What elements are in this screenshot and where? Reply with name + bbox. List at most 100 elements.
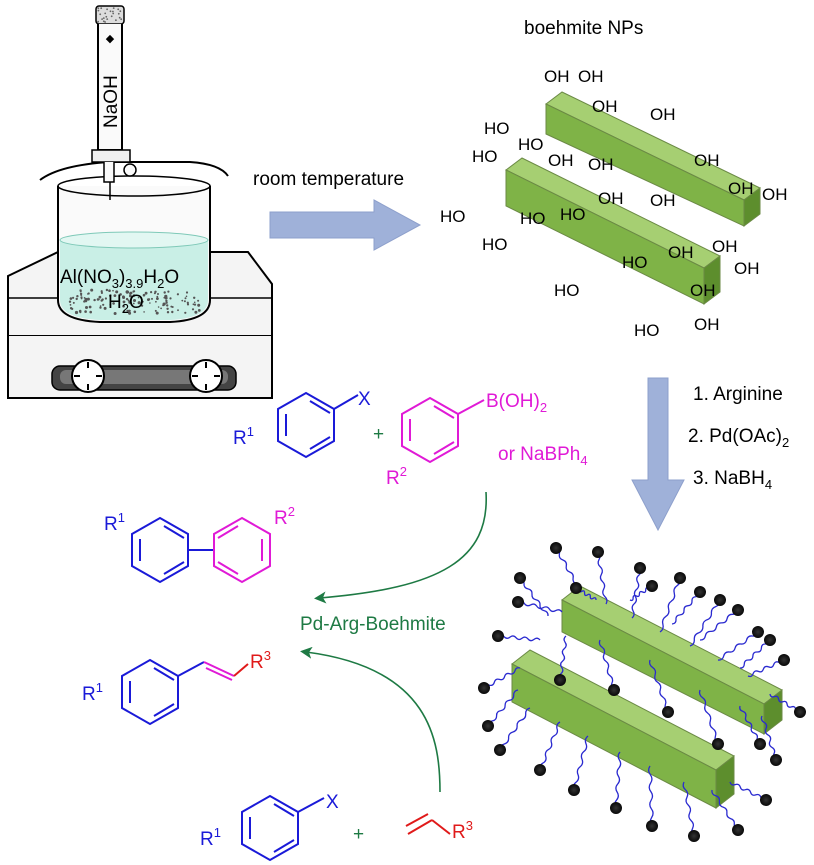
hydroxyl-label: OH bbox=[650, 105, 676, 124]
arginine-linker bbox=[558, 635, 567, 681]
boronic-acid-group: B(OH)2 bbox=[486, 391, 547, 415]
arginine-linker bbox=[711, 789, 739, 831]
hydroxyl-label: HO bbox=[634, 321, 660, 340]
aryl-halide-heck bbox=[241, 794, 325, 862]
beaker bbox=[39, 161, 229, 323]
hydroxyl-label: OH bbox=[588, 155, 614, 174]
suzuki-reaction-arrow bbox=[314, 491, 487, 604]
step-arginine: 1. Arginine bbox=[693, 384, 783, 405]
pd-nanoparticle bbox=[732, 604, 744, 616]
arginine-linker bbox=[499, 707, 531, 751]
arginine-linker bbox=[597, 551, 608, 605]
arginine-linker bbox=[671, 591, 701, 625]
heck-halide-r1: R1 bbox=[200, 825, 221, 850]
arginine-linker bbox=[747, 659, 785, 678]
pd-nanoparticle bbox=[608, 684, 620, 696]
suzuki-halide-x: X bbox=[358, 389, 371, 410]
aryl-boronic-acid bbox=[401, 396, 485, 464]
pd-nanoparticle bbox=[492, 630, 504, 642]
stilbene-r3: R3 bbox=[250, 648, 271, 673]
boronic-r2: R2 bbox=[386, 464, 407, 489]
arginine-linker bbox=[648, 659, 669, 713]
arginine-linker bbox=[598, 639, 615, 691]
hydroxyl-label: HO bbox=[482, 235, 508, 254]
pd-nanoparticle bbox=[646, 580, 658, 592]
arginine-linker bbox=[717, 631, 759, 661]
hydroxyl-label: OH bbox=[694, 315, 720, 334]
pd-nanoparticle bbox=[754, 738, 766, 750]
pd-nanoparticle bbox=[662, 706, 674, 718]
pd-nanoparticle bbox=[712, 738, 724, 750]
pd-nanoparticle bbox=[674, 572, 686, 584]
pd-nanoparticle bbox=[512, 596, 524, 608]
pd-nanoparticle bbox=[794, 706, 806, 718]
arginine-linker bbox=[682, 781, 695, 837]
arginine-linker bbox=[487, 689, 519, 727]
pd-nanoparticle bbox=[764, 634, 776, 646]
hydroxyl-label: HO bbox=[472, 147, 498, 166]
hydroxyl-label: OH bbox=[578, 67, 604, 86]
block-arrow-right bbox=[269, 199, 422, 251]
hydroxyl-label: HO bbox=[518, 135, 544, 154]
pd-nanoparticle bbox=[646, 820, 658, 832]
pd-nanoparticle bbox=[732, 824, 744, 836]
alkene-r3: R3 bbox=[452, 818, 473, 843]
suzuki-halide-r1: R1 bbox=[233, 424, 254, 449]
pd-nanoparticle bbox=[694, 586, 706, 598]
hydroxyl-label: OH bbox=[762, 185, 788, 204]
pd-nanoparticle bbox=[770, 754, 782, 766]
hydroxyl-label: OH bbox=[734, 259, 760, 278]
alt-reagent-nabph4: or NaBPh4 bbox=[498, 444, 588, 468]
suzuki-plus: + bbox=[373, 424, 384, 445]
pd-arg-boehmite-catalyst bbox=[478, 542, 806, 842]
heck-halide-x: X bbox=[326, 792, 339, 813]
stilbene-r1: R1 bbox=[82, 680, 103, 705]
hydroxyl-label: OH bbox=[544, 67, 570, 86]
stopcock bbox=[123, 163, 137, 177]
svg-text:◆: ◆ bbox=[106, 33, 115, 45]
heck-reaction-arrow bbox=[300, 646, 441, 793]
alkene-reactant bbox=[405, 813, 451, 835]
arginine-linker bbox=[519, 577, 549, 617]
stilbene-product bbox=[121, 658, 249, 726]
arginine-linker bbox=[739, 705, 761, 745]
arginine-linker bbox=[698, 689, 719, 745]
arginine-linker bbox=[699, 609, 739, 641]
aryl-halide-suzuki bbox=[277, 391, 359, 459]
stirring-apparatus: ◆ NaOH Al(NO3)3.9H2O H2O bbox=[7, 5, 273, 399]
hydroxyl-label: HO bbox=[520, 209, 546, 228]
pd-nanoparticle bbox=[688, 830, 700, 842]
arginine-linker bbox=[539, 721, 561, 771]
solution-formula-line2: H2O bbox=[108, 292, 144, 316]
pd-nanoparticle bbox=[610, 802, 622, 814]
pd-nanoparticle bbox=[568, 784, 580, 796]
arginine-linker bbox=[647, 765, 654, 827]
arginine-linker bbox=[739, 639, 771, 669]
pd-nanoparticle bbox=[778, 654, 790, 666]
biphenyl-product bbox=[131, 516, 271, 584]
pd-nanoparticle bbox=[760, 794, 772, 806]
pd-nanoparticle bbox=[482, 720, 494, 732]
heck-plus: + bbox=[353, 824, 364, 845]
pd-nanoparticle bbox=[554, 674, 566, 686]
pd-nanoparticle bbox=[514, 572, 526, 584]
arginine-linker bbox=[614, 751, 622, 809]
hydroxyl-label: OH bbox=[598, 189, 624, 208]
hydroxyl-label: OH bbox=[650, 191, 676, 210]
hydroxyl-label: OH bbox=[694, 151, 720, 170]
arginine-linker bbox=[572, 735, 589, 791]
biphenyl-r1: R1 bbox=[104, 510, 125, 535]
hydroxyl-label: OH bbox=[690, 281, 716, 300]
hydroxyl-label: OH bbox=[668, 243, 694, 262]
pd-nanoparticle bbox=[478, 682, 490, 694]
arginine-linker bbox=[760, 715, 777, 761]
catalyst-label: Pd-Arg-Boehmite bbox=[300, 614, 446, 635]
burette-label: NaOH bbox=[101, 75, 122, 128]
pd-nanoparticle bbox=[534, 764, 546, 776]
hydroxyl-label: HO bbox=[554, 281, 580, 300]
arginine-linker bbox=[659, 577, 681, 633]
control-knob-left bbox=[71, 359, 105, 393]
pd-nanoparticle bbox=[752, 626, 764, 638]
